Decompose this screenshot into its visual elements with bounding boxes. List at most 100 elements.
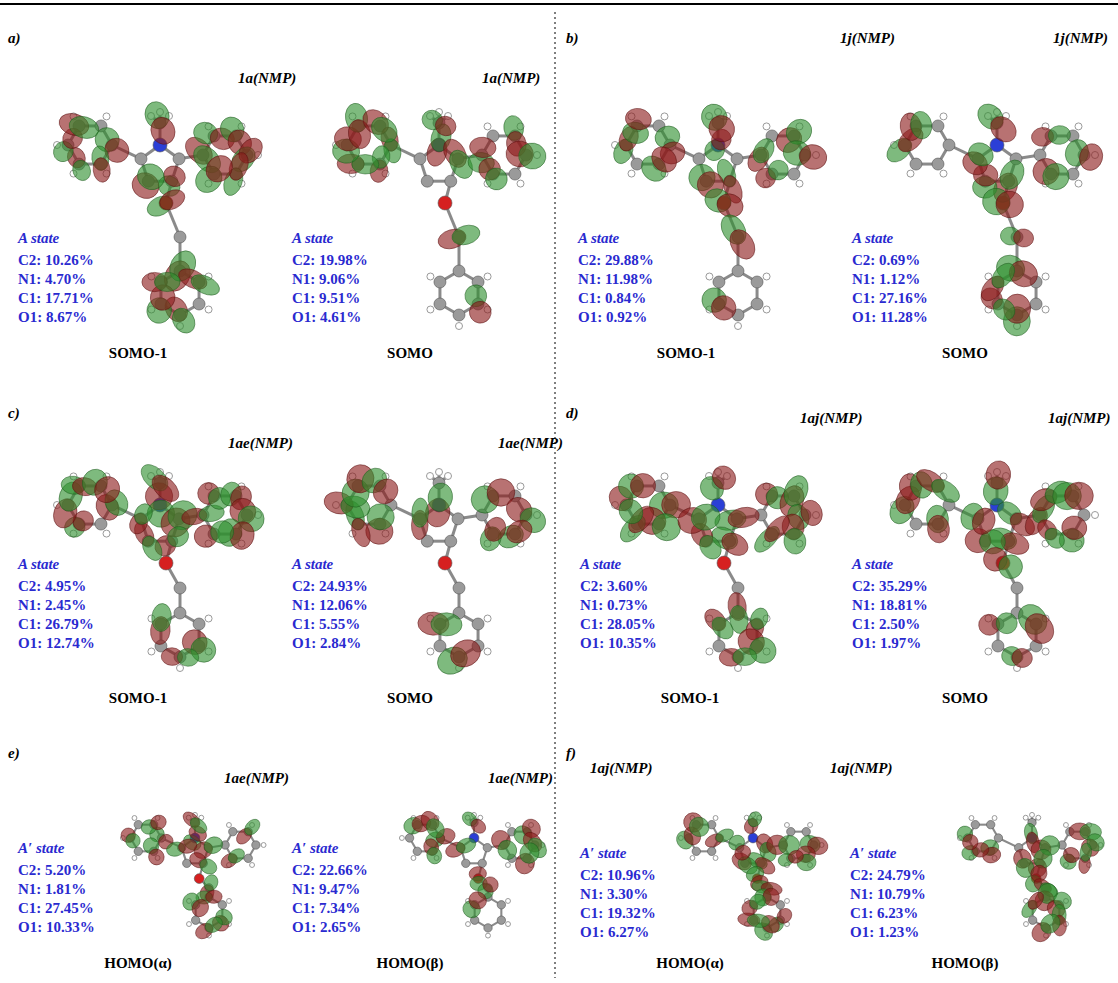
orbital-lobe	[70, 158, 94, 184]
bond-group	[347, 472, 526, 657]
hydrogen-atom	[177, 665, 184, 672]
contribution-value: C1: 17.71%	[18, 290, 94, 307]
orbital-lobe	[1019, 608, 1059, 649]
atom	[708, 847, 716, 855]
orbital-lobe-group	[331, 101, 548, 325]
bond-group	[905, 112, 1084, 315]
contribution-value: C2: 35.29%	[852, 578, 928, 595]
atom	[732, 265, 744, 277]
hydrogen-atom	[132, 856, 137, 861]
bond-group	[410, 815, 535, 928]
atom	[692, 847, 700, 855]
contribution-value: N1: 18.81%	[852, 597, 928, 614]
hydrogen-atom	[1024, 922, 1029, 927]
orbital-lobe-group	[402, 808, 550, 921]
hydrogen-atom	[1075, 180, 1082, 187]
atom	[413, 847, 421, 855]
molecule-label: 1aj(NMP)	[800, 410, 863, 427]
orbital-lobe	[927, 475, 963, 507]
orbital-lobe	[454, 835, 478, 855]
orbital-name: SOMO-1	[109, 345, 167, 362]
bond-group	[68, 112, 247, 315]
bond-group	[347, 112, 526, 315]
hydrogen-atom	[763, 273, 770, 280]
atom	[193, 618, 205, 630]
panel-separator	[554, 12, 556, 978]
atom	[453, 309, 465, 321]
top-rule	[0, 3, 1118, 5]
orbital-lobe	[984, 459, 1013, 491]
state-label: A state	[18, 230, 59, 247]
molecule-orbital	[673, 809, 829, 944]
molecule-label: 1ae(NMP)	[498, 435, 563, 452]
orbital-lobe	[469, 136, 497, 159]
contribution-value: O1: 1.23%	[850, 924, 919, 941]
orbital-lobe	[745, 809, 764, 829]
panel-letter: a)	[8, 30, 21, 47]
orbital-lobe	[517, 840, 542, 866]
atom	[992, 640, 1004, 652]
orbital-lobe	[708, 461, 741, 494]
atom	[732, 582, 744, 594]
hydrogen-atom	[735, 323, 742, 330]
atom	[788, 168, 800, 180]
orbital-lobe	[725, 225, 760, 263]
atom	[932, 158, 944, 170]
contribution-value: N1: 12.06%	[292, 597, 368, 614]
orbital-name: SOMO	[942, 690, 988, 707]
hydrogen-group	[333, 469, 541, 672]
atom	[713, 640, 725, 652]
hydrogen-atom	[1023, 815, 1028, 820]
hydrogen-atom	[484, 615, 491, 622]
atom	[1011, 582, 1023, 594]
hydrogen-atom	[1036, 815, 1041, 820]
contribution-value: O1: 6.27%	[580, 924, 649, 941]
contribution-value: N1: 4.70%	[18, 271, 86, 288]
hydrogen-atom	[907, 530, 914, 537]
atom	[751, 298, 763, 310]
atom	[453, 582, 465, 594]
contribution-value: N1: 1.12%	[852, 271, 920, 288]
hydrogen-atom	[992, 816, 997, 821]
atom	[445, 175, 457, 187]
orbital-lobe	[765, 156, 792, 183]
orbital-name: SOMO	[387, 345, 433, 362]
orbital-lobe	[189, 896, 212, 920]
atom	[134, 847, 142, 855]
hydrogen-atom	[486, 933, 491, 938]
molecule-orbital	[399, 808, 550, 938]
orbital-lobe	[695, 531, 725, 563]
atom	[191, 916, 199, 924]
panel-letter: b)	[566, 30, 579, 47]
orbital-lobe	[624, 106, 654, 132]
contribution-value: O1: 2.65%	[292, 919, 361, 936]
atom	[452, 513, 464, 525]
contribution-value: C2: 4.95%	[18, 578, 86, 595]
hydrogen-atom	[132, 816, 137, 821]
atom	[438, 196, 452, 210]
molecule-label: 1a(NMP)	[482, 70, 540, 87]
orbital-lobe	[226, 846, 248, 866]
atom	[932, 120, 944, 132]
contribution-value: O1: 0.92%	[578, 309, 647, 326]
contribution-value: C1: 9.51%	[292, 290, 360, 307]
hydrogen-atom	[1042, 306, 1049, 313]
orbital-lobe	[147, 470, 183, 506]
orbital-lobe	[187, 815, 209, 837]
hydrogen-atom	[940, 113, 947, 120]
orbital-lobe	[90, 472, 125, 507]
molecule-label: 1ae(NMP)	[228, 435, 293, 452]
atom-group	[341, 117, 532, 321]
orbital-lobe	[411, 498, 429, 528]
atom-group	[126, 818, 260, 932]
atom	[434, 298, 446, 310]
state-label: A′ state	[850, 845, 896, 862]
orbital-lobe	[1079, 843, 1092, 862]
orbital-lobe	[66, 113, 101, 142]
orbital-name: HOMO(β)	[376, 955, 443, 972]
contribution-value: C1: 26.79%	[18, 616, 94, 633]
atom	[229, 827, 237, 835]
orbital-lobe	[1010, 647, 1033, 669]
orbital-lobe	[960, 832, 981, 853]
hydrogen-atom	[250, 863, 255, 868]
